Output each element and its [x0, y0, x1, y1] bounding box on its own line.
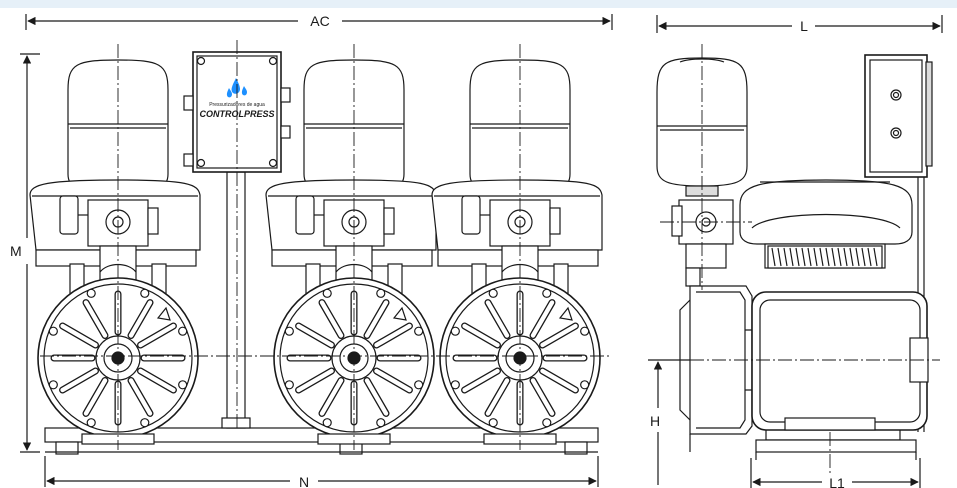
volute-bolt [322, 288, 332, 298]
cooling-fin [771, 247, 776, 267]
side-cooling-fins [767, 245, 883, 269]
pressure-gauge [295, 195, 315, 235]
cooling-fin [813, 247, 818, 267]
pressure-gauge [461, 195, 481, 235]
side-control-panel [864, 54, 933, 432]
rotation-arrow-icon [558, 306, 573, 321]
volute-bolt [284, 326, 294, 336]
volute-bolt [178, 380, 188, 390]
cooling-fin [795, 247, 800, 267]
cooling-fin [861, 247, 866, 267]
volute-bolt [86, 288, 96, 298]
side-valve-assembly [671, 199, 734, 287]
cooling-fin [831, 247, 836, 267]
volute-bolt [580, 380, 590, 390]
cooling-fin [843, 247, 848, 267]
pump-unit-1 [29, 59, 201, 445]
logo-tagline: Pressurizadores de agua [209, 102, 265, 108]
label-ac: AC [310, 13, 329, 29]
pump-unit-2 [265, 59, 437, 445]
cooling-fin [867, 247, 872, 267]
volute-bolt [376, 288, 386, 298]
cooling-fin [849, 247, 854, 267]
side-base-feet [689, 430, 917, 460]
cooling-fin [801, 247, 806, 267]
dimension-l1 [750, 458, 921, 488]
label-h: H [650, 413, 660, 429]
label-n: N [299, 474, 309, 488]
volute-bolt [86, 418, 96, 428]
cooling-fin [825, 247, 830, 267]
volute-bolt [414, 326, 424, 336]
side-motor [679, 285, 929, 435]
control-panel-post [221, 171, 251, 429]
cooling-fin [783, 247, 788, 267]
volute-bolt [450, 326, 460, 336]
rotation-arrow-icon [156, 306, 171, 321]
rotation-arrow-icon [392, 306, 407, 321]
cooling-fin [789, 247, 794, 267]
cooling-fin [855, 247, 860, 267]
volute-bolt [48, 326, 58, 336]
volute-bolt [48, 380, 58, 390]
volute-bolt [488, 418, 498, 428]
centre-lines [40, 40, 940, 476]
logo-brand: CONTROLPRESS [199, 109, 274, 119]
pressure-gauge [59, 195, 79, 235]
cooling-fin [777, 247, 782, 267]
volute-bolt [414, 380, 424, 390]
cooling-fin [807, 247, 812, 267]
volute-bolt [140, 418, 150, 428]
volute-bolt [140, 288, 150, 298]
volute-bolt [488, 288, 498, 298]
label-m: M [10, 243, 22, 259]
dimension-m [20, 53, 40, 453]
pump-unit-3 [431, 59, 603, 445]
cooling-fin [837, 247, 842, 267]
volute-bolt [450, 380, 460, 390]
dimension-h [648, 359, 690, 485]
volute-bolt [580, 326, 590, 336]
dimension-l [656, 15, 943, 33]
label-l: L [800, 18, 808, 34]
cooling-fin [819, 247, 824, 267]
dimension-ac [25, 14, 613, 30]
volute-bolt [542, 418, 552, 428]
volute-bolt [178, 326, 188, 336]
volute-bolt [542, 288, 552, 298]
volute-bolt [322, 418, 332, 428]
top-bar [0, 0, 957, 8]
label-l1: L1 [829, 475, 845, 488]
volute-bolt [376, 418, 386, 428]
volute-bolt [284, 380, 294, 390]
dimension-n [44, 456, 599, 487]
cooling-fin [873, 247, 878, 267]
controlpress-logo-icon [226, 78, 247, 98]
